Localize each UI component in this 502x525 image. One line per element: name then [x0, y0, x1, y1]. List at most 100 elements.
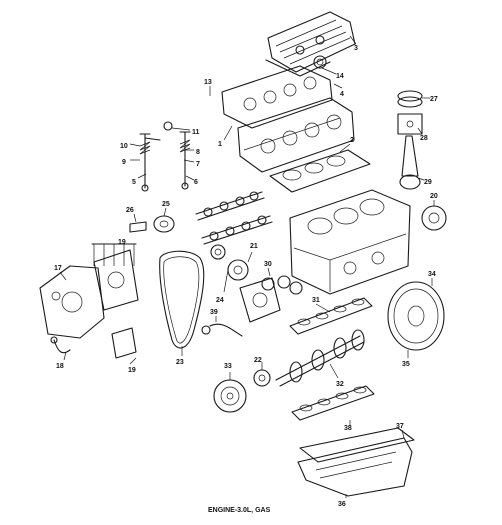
- main-bearings-lower: [291, 385, 375, 421]
- svg-text:39: 39: [210, 309, 218, 316]
- callout-18: 18: [56, 351, 67, 370]
- callout-26: 26: [126, 207, 137, 223]
- svg-text:1: 1: [218, 141, 222, 148]
- callout-9: 9: [122, 159, 140, 166]
- svg-text:19: 19: [128, 367, 136, 374]
- camshaft-lower: [201, 215, 273, 245]
- callout-25: 25: [162, 201, 170, 217]
- svg-text:10: 10: [120, 143, 128, 150]
- water-pump: [421, 205, 447, 231]
- svg-text:26: 26: [126, 207, 134, 214]
- valve-train-right: [163, 121, 191, 190]
- callout-8: 8: [184, 149, 200, 156]
- timing-cover-inner: [93, 249, 139, 311]
- callout-22: 22: [254, 357, 263, 370]
- oil-cap: [313, 55, 327, 69]
- callout-5: 5: [132, 173, 147, 186]
- callout-11: 11: [171, 127, 200, 136]
- cylinder-head-upper: [221, 65, 333, 129]
- crank-pulley: [213, 379, 247, 413]
- main-bearings-upper: [289, 297, 373, 335]
- callout-21: 21: [247, 243, 258, 263]
- svg-text:28: 28: [420, 135, 428, 142]
- callout-24: 24: [216, 269, 229, 304]
- svg-text:17: 17: [54, 265, 62, 272]
- callouts: 1 2 3 4 5 6 7 8 9 10 11 13 14 17 18 19 1…: [54, 35, 438, 508]
- svg-text:7: 7: [196, 161, 200, 168]
- svg-text:30: 30: [264, 261, 272, 268]
- flywheel: [387, 281, 445, 351]
- callout-10: 10: [120, 143, 141, 150]
- callout-36: 36: [338, 494, 347, 508]
- callout-7: 7: [183, 159, 200, 168]
- crank-sprocket: [253, 369, 271, 387]
- callout-34: 34: [428, 271, 436, 286]
- sensor-wire: [50, 336, 71, 354]
- callout-31: 31: [312, 297, 331, 313]
- svg-text:18: 18: [56, 363, 64, 370]
- callout-28: 28: [417, 127, 428, 142]
- svg-text:33: 33: [224, 363, 232, 370]
- svg-text:34: 34: [428, 271, 436, 278]
- callout-1: 1: [218, 125, 233, 148]
- callout-4: 4: [333, 83, 344, 98]
- head-gasket: [269, 149, 371, 193]
- callout-32: 32: [329, 363, 344, 388]
- callout-14: 14: [321, 67, 344, 80]
- diagram-caption: ENGINE-3.0L, GAS: [208, 507, 271, 514]
- callout-39: 39: [210, 309, 218, 322]
- plug-small: [129, 221, 147, 233]
- connecting-rod: [399, 135, 421, 190]
- svg-text:23: 23: [176, 359, 184, 366]
- callout-37: 37: [396, 423, 405, 439]
- svg-text:21: 21: [250, 243, 258, 250]
- svg-text:3: 3: [354, 45, 358, 52]
- callout-29: 29: [417, 177, 432, 186]
- callout-19: 19: [128, 357, 137, 374]
- cam-sprocket-small: [153, 215, 175, 233]
- oil-pump: [239, 277, 281, 323]
- svg-text:24: 24: [216, 297, 224, 304]
- svg-text:9: 9: [122, 159, 126, 166]
- timing-cover: [39, 265, 105, 339]
- svg-text:32: 32: [336, 381, 344, 388]
- camshaft-upper: [195, 191, 265, 221]
- cylinder-head-lower: [237, 97, 355, 173]
- svg-text:14: 14: [336, 73, 344, 80]
- rear-pulleys-30: [261, 275, 303, 295]
- svg-text:11: 11: [192, 129, 200, 136]
- svg-text:8: 8: [196, 149, 200, 156]
- oil-pan-gasket: [299, 427, 415, 463]
- callout-27: 27: [422, 96, 438, 103]
- svg-text:36: 36: [338, 501, 346, 508]
- svg-text:25: 25: [162, 201, 170, 208]
- svg-text:19: 19: [118, 239, 126, 246]
- callout-38: 38: [344, 420, 352, 432]
- svg-text:13: 13: [204, 79, 212, 86]
- callout-19b: 19: [118, 239, 126, 246]
- idler-pulley: [210, 244, 226, 260]
- callout-2: 2: [339, 137, 354, 153]
- callout-35: 35: [402, 350, 410, 368]
- piston-rings: [397, 90, 423, 108]
- callout-17: 17: [54, 265, 67, 281]
- callout-33: 33: [224, 363, 232, 380]
- svg-text:20: 20: [430, 193, 438, 200]
- svg-text:22: 22: [254, 357, 262, 364]
- svg-text:27: 27: [430, 96, 438, 103]
- svg-text:38: 38: [344, 425, 352, 432]
- svg-text:31: 31: [312, 297, 320, 304]
- svg-text:35: 35: [402, 361, 410, 368]
- tensioner-pulley: [227, 259, 249, 281]
- svg-text:2: 2: [350, 137, 354, 144]
- callout-23: 23: [176, 346, 184, 366]
- bolt-set-19: [91, 243, 137, 266]
- valve-train-left: [139, 133, 161, 192]
- seal-plate: [111, 327, 137, 359]
- crankshaft: [275, 329, 365, 387]
- svg-text:6: 6: [194, 179, 198, 186]
- valve-cover: [265, 11, 356, 77]
- callout-20: 20: [430, 193, 438, 206]
